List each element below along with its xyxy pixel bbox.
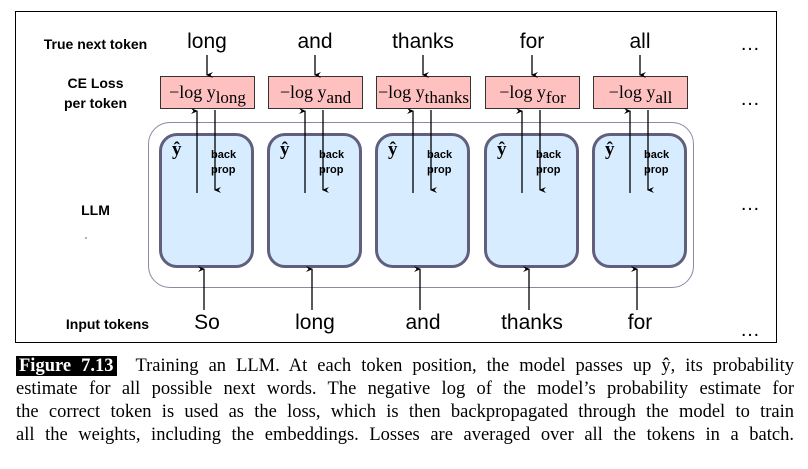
ellipsis-true-next: … — [740, 33, 762, 55]
llm-cell — [484, 133, 579, 268]
backprop-line2: prop — [319, 164, 344, 176]
y-hat-label: ŷ — [497, 139, 507, 160]
llm-cell — [159, 133, 254, 268]
loss-subscript: all — [655, 88, 673, 107]
loss-subscript: thanks — [424, 88, 470, 107]
loss-box: −log yall — [593, 76, 688, 109]
llm-cell — [375, 133, 470, 268]
caption-text-1: Training an LLM. At each token position,… — [135, 356, 794, 376]
y-hat-label: ŷ — [388, 139, 398, 160]
ce-loss-line1: CE Loss — [67, 75, 124, 91]
ce-loss-line2: per token — [63, 95, 127, 111]
backprop-label: back prop — [644, 148, 669, 178]
stray-dot — [85, 237, 87, 239]
ellipsis-llm: … — [740, 193, 762, 215]
loss-box: −log yand — [268, 76, 363, 109]
loss-box: −log ylong — [160, 76, 255, 109]
backprop-line1: back — [644, 149, 670, 161]
row-label-input-tokens: Input tokens — [65, 316, 150, 332]
loss-box: −log yfor — [485, 76, 580, 109]
caption-line-2: estimate for all possible next words. Th… — [16, 379, 794, 399]
row-label-ce-loss: CE Loss per token — [28, 73, 163, 113]
ellipsis-input: … — [740, 319, 762, 341]
true-next-token: all — [629, 30, 651, 53]
loss-subscript: and — [326, 88, 352, 107]
true-next-token: for — [519, 30, 545, 53]
figure-caption: Figure 7.13 Training an LLM. At each toke… — [16, 355, 794, 447]
row-label-llm: LLM — [81, 202, 110, 218]
caption-line-3: the correct token is used as the loss, w… — [16, 402, 794, 422]
backprop-line2: prop — [644, 164, 669, 176]
input-token: long — [295, 311, 335, 334]
loss-prefix: −log y — [499, 82, 546, 102]
loss-subscript: for — [545, 88, 566, 107]
backprop-line1: back — [319, 149, 345, 161]
backprop-line2: prop — [427, 164, 452, 176]
backprop-label: back prop — [536, 148, 561, 178]
backprop-line1: back — [536, 149, 562, 161]
input-token: So — [194, 311, 220, 334]
loss-subscript: long — [215, 88, 246, 107]
input-token: and — [405, 311, 441, 334]
backprop-line1: back — [211, 149, 237, 161]
input-token: for — [627, 311, 653, 334]
true-next-token: long — [187, 30, 227, 53]
backprop-line1: back — [427, 149, 453, 161]
llm-cell — [592, 133, 687, 268]
y-hat-label: ŷ — [280, 139, 290, 160]
backprop-line2: prop — [536, 164, 561, 176]
true-next-token: thanks — [392, 30, 454, 53]
llm-cell — [267, 133, 362, 268]
figure-label: Figure 7.13 — [16, 356, 118, 376]
caption-line-1: Figure 7.13 Training an LLM. At each toke… — [16, 355, 794, 378]
y-hat-label: ŷ — [605, 139, 615, 160]
caption-line-4: all the weights, including the embedding… — [16, 425, 794, 445]
loss-prefix: −log y — [279, 82, 327, 102]
ellipsis-loss: … — [740, 88, 762, 110]
loss-box: −log ythanks — [376, 76, 471, 109]
loss-prefix: −log y — [608, 82, 656, 102]
y-hat-label: ŷ — [172, 139, 182, 160]
loss-prefix: −log y — [169, 82, 216, 102]
true-next-token: and — [297, 30, 333, 53]
backprop-label: back prop — [319, 148, 344, 178]
backprop-label: back prop — [211, 148, 236, 178]
row-label-true-next-token: True next token — [43, 36, 148, 52]
backprop-line2: prop — [211, 164, 236, 176]
input-token: thanks — [501, 311, 563, 334]
backprop-label: back prop — [427, 148, 452, 178]
loss-prefix: −log y — [377, 82, 425, 102]
